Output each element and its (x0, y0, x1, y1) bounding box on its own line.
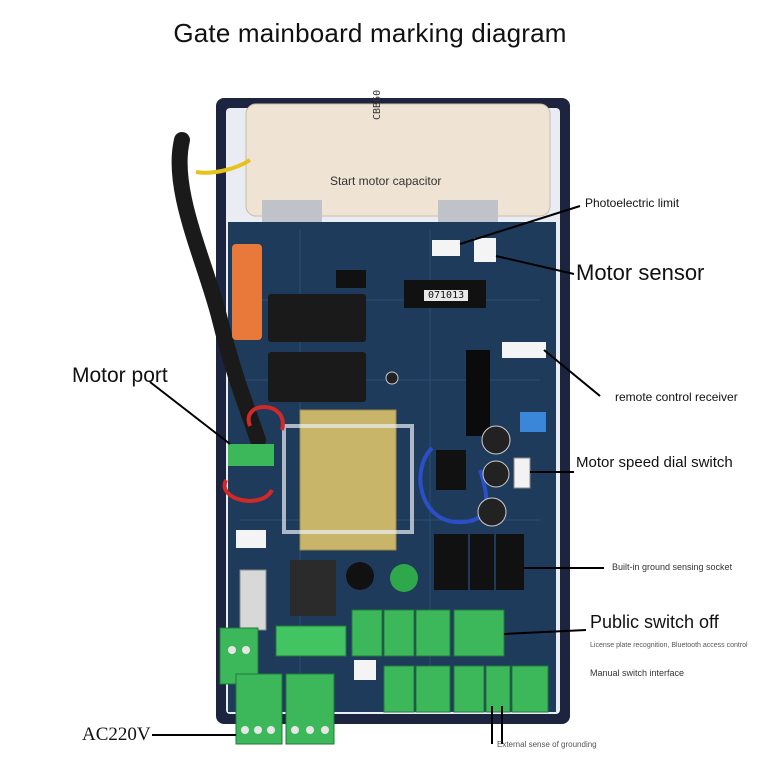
line-photoelectric (459, 205, 581, 245)
buzzer (346, 562, 374, 590)
callout-ac220v: AC220V (82, 724, 151, 745)
remote-connector (502, 342, 546, 358)
capacitor-clamp-right (438, 200, 498, 222)
ground-relay-3 (496, 534, 524, 590)
inductor (290, 560, 336, 616)
callout-motor-speed-dial-switch: Motor speed dial switch (576, 454, 733, 471)
ground-relay-2 (470, 534, 494, 590)
chip-label: 071013 (424, 290, 469, 301)
pin-header (466, 350, 490, 436)
callout-motor-port: Motor port (72, 364, 168, 387)
callout-public-switch-off: Public switch off (590, 612, 719, 632)
elec-cap-2 (482, 460, 510, 488)
line-remote (543, 349, 601, 397)
green-relay (390, 564, 418, 592)
photo-connector (432, 240, 460, 256)
terminal-row-upper (219, 609, 505, 685)
callout-license-plate: License plate recognition, Bluetooth acc… (590, 642, 748, 649)
line-motor-sensor (495, 255, 575, 275)
yellow-wire (195, 158, 252, 175)
elec-cap-4 (385, 371, 399, 385)
transformer (299, 409, 397, 551)
regulator (436, 450, 466, 490)
relay-1 (268, 294, 366, 342)
callout-ground-sensing-socket: Built-in ground sensing socket (612, 562, 733, 572)
small-white-connector (236, 530, 266, 548)
capacitor-clamp-left (262, 200, 322, 222)
transformer-bobbin (282, 424, 414, 534)
red-wire-upper (246, 405, 285, 431)
capacitor-print-1: CBB60 (372, 89, 383, 120)
callout-motor-sensor: Motor sensor (576, 260, 705, 285)
callout-manual-switch-interface: Manual switch interface (590, 668, 685, 678)
capacitor-body (245, 103, 551, 217)
blue-wire (418, 446, 489, 525)
callout-remote-control-receiver: remote control receiver (615, 390, 738, 404)
capacitor-label: Start motor capacitor (330, 174, 442, 188)
sensor-connector (474, 238, 496, 262)
callout-lines (149, 205, 604, 744)
callout-external-grounding: External sense of grounding (497, 740, 597, 749)
terminal-screws (228, 646, 329, 734)
elec-cap-1 (481, 425, 511, 455)
terminal-row-lower (235, 665, 549, 745)
orange-varistor (232, 244, 262, 340)
motor-terminal (228, 444, 274, 466)
black-cable (171, 132, 266, 448)
page-title: Gate mainboard marking diagram (173, 18, 567, 48)
relay-2 (268, 352, 366, 402)
dip-switch-blue (520, 412, 546, 432)
ic-small (336, 270, 366, 288)
manual-connector (354, 660, 376, 680)
ground-relay-1 (434, 534, 468, 590)
line-public-switch (503, 629, 587, 635)
red-wire-lower (222, 479, 274, 503)
elec-cap-3 (477, 497, 507, 527)
speed-dial-switch (513, 457, 531, 489)
fuse-holder (239, 569, 267, 631)
line-motor-port (149, 381, 231, 445)
callout-photoelectric-limit: Photoelectric limit (585, 196, 680, 210)
